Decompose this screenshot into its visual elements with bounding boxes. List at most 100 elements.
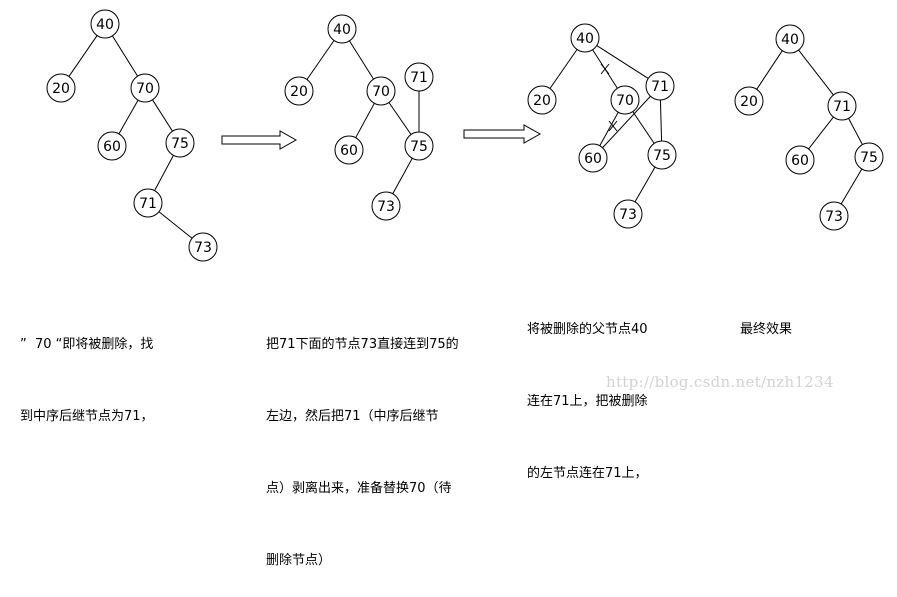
tree4-node-40-circle [775, 24, 805, 54]
tree4-node-71: 71 [827, 91, 857, 121]
caption-step-2: 把71下面的节点73直接连到75的 左边，然后把71（中序后继节 点）剥离出来，… [266, 285, 459, 597]
tree4-node-40-label: 40 [781, 32, 799, 48]
arrow-right-icon-1 [221, 130, 298, 150]
tree1-node-70-label: 70 [136, 81, 154, 97]
tree4-node-73: 73 [819, 201, 849, 231]
tree1-node-73: 73 [188, 232, 218, 262]
tree3-node-60-label: 60 [584, 151, 602, 167]
tree3-edge-70-60 [599, 112, 619, 146]
tree1-node-73-circle [188, 232, 218, 262]
caption-step-1-line-2: 到中序后继节点为71， [20, 409, 154, 424]
caption-step-2-line-3: 点）剥离出来，准备替换70（待 [266, 481, 452, 496]
tree4-node-20-circle [734, 86, 764, 116]
tree1-node-71: 71 [133, 188, 163, 218]
tree1-node-40-circle [90, 9, 120, 39]
tree2-node-73: 73 [371, 191, 401, 221]
tree1-edge-70-60 [118, 99, 139, 135]
watermark-url: http://blog.csdn.net/nzh1234 [606, 373, 834, 391]
caption-step-2-line-1: 把71下面的节点73直接连到75的 [266, 337, 459, 352]
tree2-node-60-label: 60 [340, 143, 358, 159]
tree1-node-20: 20 [46, 73, 76, 103]
tree2-node-73-label: 73 [377, 199, 395, 215]
tree3-node-73-label: 73 [619, 207, 637, 223]
tree3-node-40-circle [570, 23, 600, 53]
tree2-node-75-label: 75 [410, 139, 428, 155]
tree2-node-20-circle [284, 76, 314, 106]
tree2-node-40-label: 40 [333, 22, 351, 38]
tree3-node-70-circle [610, 85, 640, 115]
tree3-node-75-label: 75 [653, 148, 671, 164]
tree2-node-20: 20 [284, 76, 314, 106]
tree3-edge-70-75 [632, 111, 655, 144]
tree3-node-73-circle [613, 199, 643, 229]
tree3-node-60-circle [578, 143, 608, 173]
caption-step-1-line-1: ” 70 “即将被删除，找 [20, 337, 154, 352]
tree4-node-73-circle [819, 201, 849, 231]
tree2-node-75-circle [404, 131, 434, 161]
tree3-edge-71-60 [602, 95, 651, 149]
tree4-edge-71-75 [848, 118, 863, 145]
tree2-node-70-label: 70 [372, 84, 390, 100]
tree1-node-20-label: 20 [52, 81, 70, 97]
tree4-node-75-circle [854, 142, 884, 172]
tree1-node-73-label: 73 [194, 240, 212, 256]
tree2-node-40-circle [327, 14, 357, 44]
tree3-edge-75-73 [634, 166, 656, 203]
tree1-edge-40-70 [111, 35, 139, 77]
tree1-node-20-circle [46, 73, 76, 103]
caption-step-2-line-2: 左边，然后把71（中序后继节 [266, 409, 439, 424]
tree3-node-71-label: 71 [651, 79, 669, 95]
tree4-edge-40-20 [756, 50, 783, 90]
tree1-node-71-label: 71 [139, 196, 157, 212]
tree1-node-75-label: 75 [171, 136, 189, 152]
marks-layer [221, 63, 618, 150]
tree3-node-60: 60 [578, 143, 608, 173]
tree3-edge-71-75 [659, 99, 663, 142]
tree3-node-20: 20 [527, 85, 557, 115]
tree3-node-71-circle [645, 71, 675, 101]
tree1-node-70-circle [130, 73, 160, 103]
tree3-node-73: 73 [613, 199, 643, 229]
tree4-node-60-circle [785, 145, 815, 175]
cross-mark-icon-70-60 [608, 120, 618, 132]
tree3-node-40: 40 [570, 23, 600, 53]
caption-step-1: ” 70 “即将被删除，找 到中序后继节点为71， [20, 285, 154, 453]
tree2-node-73-circle [371, 191, 401, 221]
tree4-node-75-label: 75 [860, 150, 878, 166]
tree4-node-60-label: 60 [791, 153, 809, 169]
tree1-node-75: 75 [165, 128, 195, 158]
tree2-node-71: 71 [404, 62, 434, 92]
tree1-node-70: 70 [130, 73, 160, 103]
tree3-node-20-label: 20 [533, 93, 551, 109]
tree1-edge-75-71 [154, 155, 174, 191]
tree2-edge-40-70 [349, 40, 374, 80]
tree1-edge-70-75 [152, 99, 173, 132]
tree1-edge-71-73 [158, 211, 193, 239]
tree4-node-71-circle [827, 91, 857, 121]
tree2-node-60-circle [334, 135, 364, 165]
tree2-node-75: 75 [404, 131, 434, 161]
caption-step-3-line-3: 的左节点连在71上， [527, 466, 648, 481]
tree1-node-40-label: 40 [96, 17, 114, 33]
tree1-node-40: 40 [90, 9, 120, 39]
caption-step-2-line-4: 删除节点） [266, 553, 332, 568]
tree1-node-60-label: 60 [103, 139, 121, 155]
tree4-node-71-label: 71 [833, 99, 851, 115]
tree4-edge-75-73 [840, 168, 863, 205]
tree4-edge-40-71 [798, 49, 834, 96]
tree4-node-73-label: 73 [825, 209, 843, 225]
tree2-node-71-label: 71 [410, 70, 428, 86]
tree4-node-20-label: 20 [740, 94, 758, 110]
tree4-edge-71-60 [808, 116, 834, 150]
tree1-node-60-circle [97, 131, 127, 161]
caption-step-3-line-2: 连在71上，把被删除 [527, 394, 648, 409]
tree1-node-60: 60 [97, 131, 127, 161]
tree3-node-75: 75 [647, 140, 677, 170]
tree4-node-75: 75 [854, 142, 884, 172]
tree3-node-75-circle [647, 140, 677, 170]
tree3-node-40-label: 40 [576, 31, 594, 47]
tree3-node-71: 71 [645, 71, 675, 101]
tree2-node-71-circle [404, 62, 434, 92]
